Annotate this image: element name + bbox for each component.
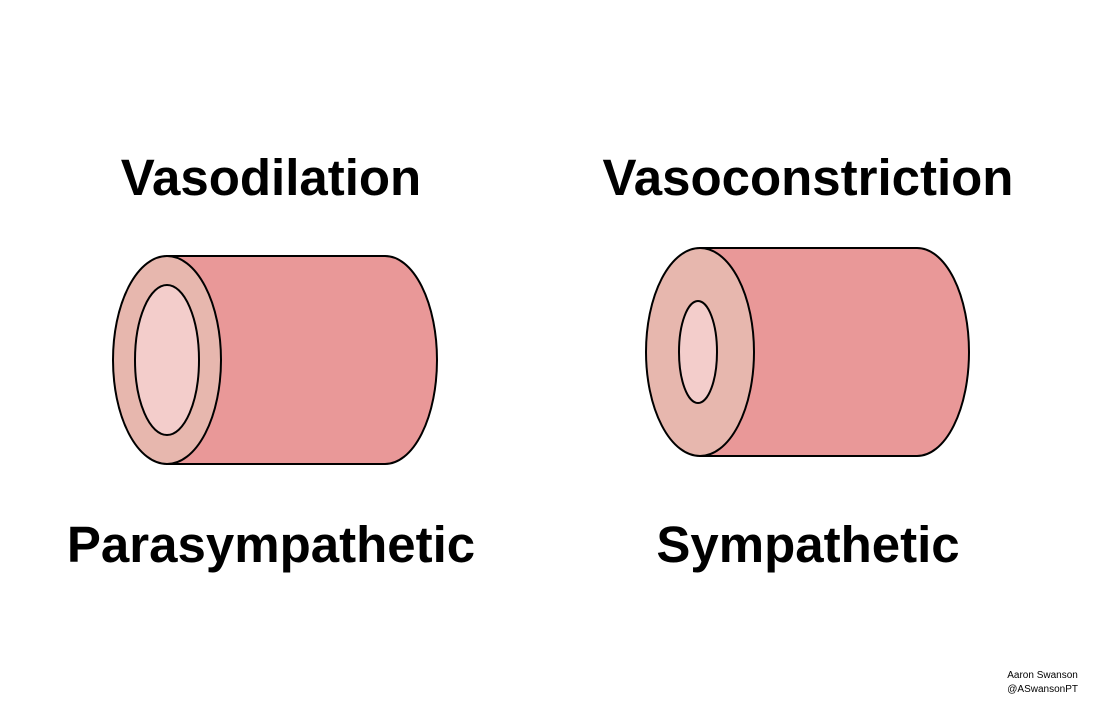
sympathetic-label: Sympathetic (656, 516, 960, 573)
author-name: Aaron Swanson (1007, 670, 1078, 681)
constricted-vessel-lumen (678, 300, 718, 404)
dilated-vessel (112, 255, 438, 465)
vasoconstriction-label: Vasoconstriction (602, 149, 1014, 206)
vasodilation-label: Vasodilation (120, 149, 422, 206)
author-credit: Aaron Swanson @ASwansonPT (1007, 669, 1078, 697)
dilated-vessel-lumen (134, 284, 200, 436)
dilated-vessel-body (166, 255, 438, 465)
constricted-vessel-body (699, 247, 970, 457)
constricted-vessel (645, 247, 970, 457)
parasympathetic-label: Parasympathetic (66, 516, 476, 573)
author-handle: @ASwansonPT (1007, 684, 1078, 695)
